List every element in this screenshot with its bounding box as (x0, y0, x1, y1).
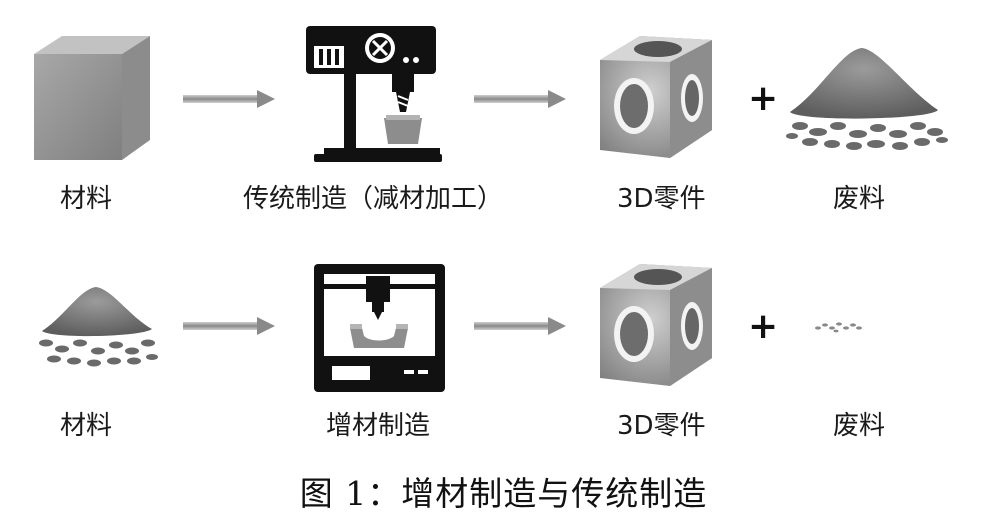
waste-pile-icon (786, 48, 948, 150)
row1-waste-label: 废料 (833, 184, 886, 214)
arrow-right-icon (183, 317, 275, 335)
row1-input-label: 材料 (60, 184, 113, 214)
small-waste-icon (815, 322, 862, 333)
row1-output-label: 3D零件 (617, 184, 706, 214)
arrow-right-icon (474, 317, 566, 335)
row2-waste-label: 废料 (833, 411, 886, 441)
3d-printer-icon (314, 264, 445, 392)
cnc-machine-icon (306, 26, 442, 162)
row1-process-label: 传统制造（减材加工） (243, 184, 504, 214)
raw-block-icon (34, 36, 150, 160)
lattice-part-icon (600, 264, 712, 386)
arrow-right-icon (474, 90, 566, 108)
powder-material-icon (39, 287, 158, 367)
figure-caption: 图 1：增材制造与传统制造 (299, 474, 708, 513)
row1-plus: + (748, 78, 779, 119)
row2-process-label: 增材制造 (326, 411, 431, 441)
row2-output-label: 3D零件 (617, 411, 706, 441)
row2-plus: + (748, 306, 779, 347)
row2-input-label: 材料 (60, 411, 113, 441)
arrow-right-icon (183, 90, 275, 108)
lattice-part-icon (600, 36, 712, 158)
